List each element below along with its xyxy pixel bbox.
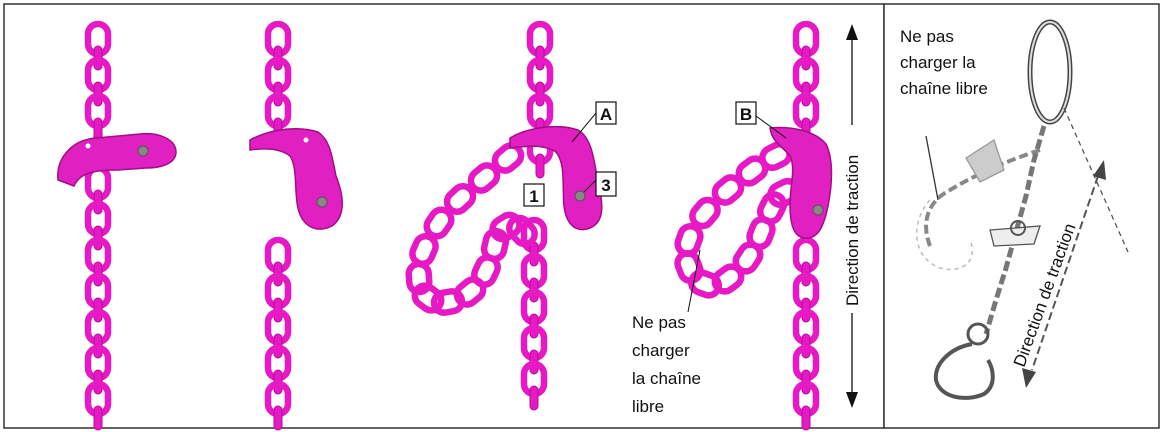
sketch-warning-line-2: charger la [900,53,976,72]
warning-line-4: libre [632,397,664,416]
label-1-text: 1 [529,187,538,206]
panel-frame-main [4,4,884,428]
warning-line-2: charger [632,341,690,360]
label-1: 1 [524,184,544,206]
sketch-warning-line-1: Ne pas [900,27,954,46]
sketch-warning-line-3: chaîne libre [900,79,988,98]
label-3-text: 3 [601,176,610,195]
warning-line-1: Ne pas [632,313,686,332]
label-a-text: A [600,105,612,124]
direction-label-main: Direction de traction [843,155,862,306]
warning-line-3: la chaîne [632,369,701,388]
label-b-text: B [740,105,752,124]
